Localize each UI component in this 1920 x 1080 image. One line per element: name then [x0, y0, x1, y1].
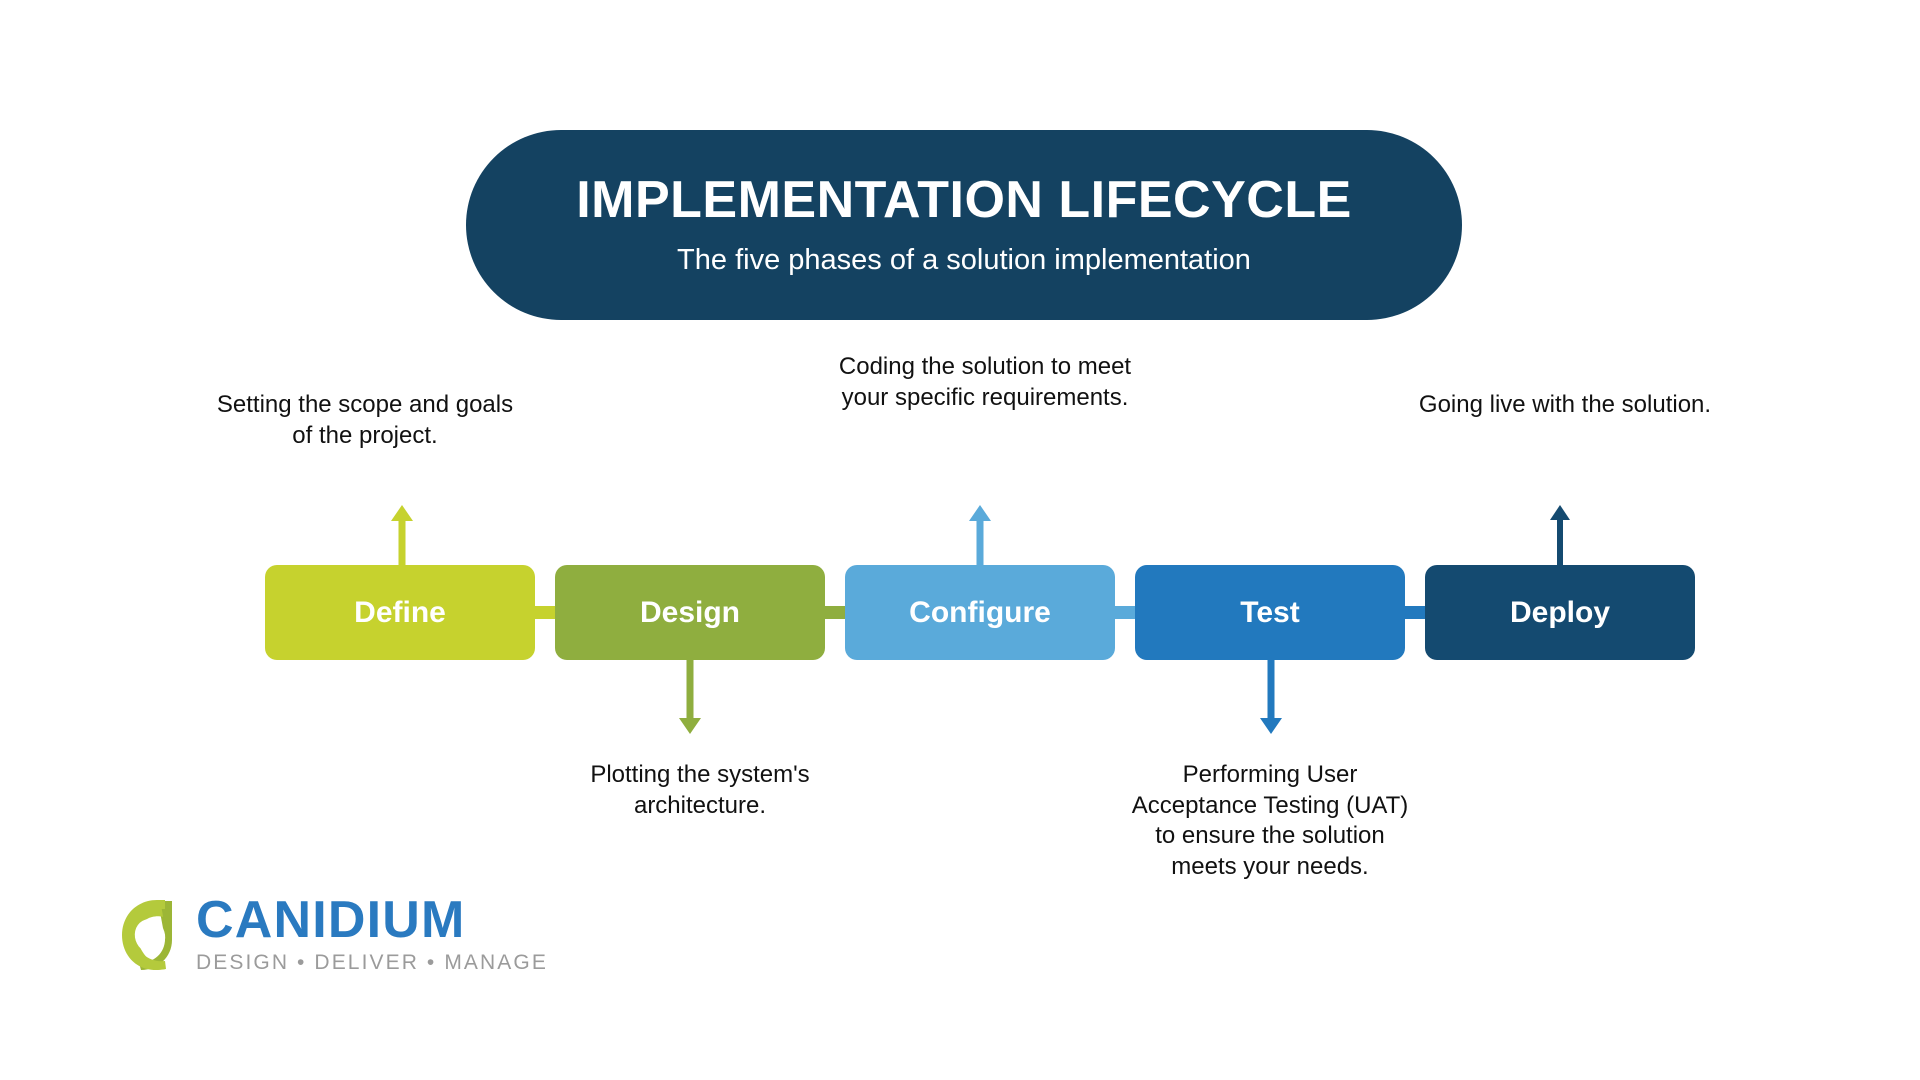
phase-description-configure: Coding the solution to meet your specifi… [838, 353, 1132, 411]
phase-label: Test [1240, 595, 1300, 629]
logo-text-block: CANIDIUM DESIGN • DELIVER • MANAGE [196, 893, 548, 975]
phase-box-design[interactable]: Design [555, 565, 825, 660]
header-banner: IMPLEMENTATION LIFECYCLE The five phases… [466, 130, 1462, 320]
phase-box-configure[interactable]: Configure [845, 565, 1115, 660]
phase-flow-row: Define Design Configure Test Deploy [265, 565, 1696, 660]
phase-box-test[interactable]: Test [1135, 565, 1405, 660]
phase-arrow-configure-up [960, 505, 1000, 579]
arrow-stem [398, 521, 406, 579]
phase-label: Define [354, 595, 446, 629]
phase-connector-test-to-deploy [1405, 606, 1425, 619]
phase-label: Design [639, 595, 741, 629]
phase-box-deploy[interactable]: Deploy [1425, 565, 1695, 660]
logo-tagline: DESIGN • DELIVER • MANAGE [196, 950, 548, 974]
phase-label: Deploy [1509, 595, 1611, 629]
phase-box-define[interactable]: Define [265, 565, 535, 660]
phase-arrow-define-up [382, 505, 422, 579]
phase-arrow-deploy-up [1540, 505, 1580, 578]
canidium-droplet-mark-icon [108, 895, 186, 973]
arrow-stem [686, 660, 694, 718]
brand-logo: CANIDIUM DESIGN • DELIVER • MANAGE [108, 893, 546, 985]
arrow-head [1260, 718, 1282, 734]
arrow-head [679, 718, 701, 734]
arrow-head [391, 505, 413, 521]
phase-connector-design-to-configure [825, 606, 845, 619]
phase-connector-configure-to-test [1115, 606, 1135, 619]
phase-description-design: Plotting the system's architecture. [590, 761, 810, 819]
arrow-head [1550, 505, 1570, 520]
arrow-stem [1557, 520, 1563, 578]
phase-description-define: Setting the scope and goals of the proje… [216, 391, 514, 449]
logo-wordmark: CANIDIUM [196, 891, 466, 949]
phase-label: Configure [909, 595, 1051, 629]
phase-connector-define-to-design [535, 606, 555, 619]
phase-arrow-design-down [670, 660, 710, 734]
phase-arrow-test-down [1251, 660, 1291, 734]
phase-description-deploy: Going live with the solution. [1418, 391, 1712, 418]
page-subtitle: The five phases of a solution implementa… [677, 244, 1251, 277]
arrow-head [969, 505, 991, 521]
arrow-stem [1267, 660, 1275, 718]
arrow-stem [976, 521, 984, 579]
page-title: IMPLEMENTATION LIFECYCLE [576, 171, 1352, 229]
phase-description-test: Performing User Acceptance Testing (UAT)… [1131, 761, 1409, 881]
